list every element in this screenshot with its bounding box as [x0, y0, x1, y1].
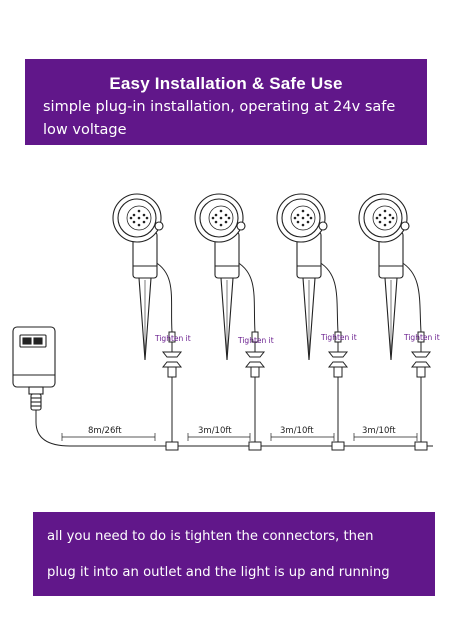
- connector-label: Tighten it: [320, 333, 357, 342]
- fixture-cable: [318, 261, 339, 333]
- diagram-labels: Tighten it Tighten it Tighten it Tighten…: [88, 333, 440, 436]
- wires: [35, 261, 433, 447]
- fixture-cable: [400, 261, 422, 333]
- distance-label: 3m/10ft: [280, 426, 314, 436]
- header-banner: Easy Installation & Safe Use simple plug…: [25, 59, 427, 145]
- spotlights: [112, 193, 410, 361]
- installation-diagram: Tighten it Tighten it Tighten it Tighten…: [12, 193, 440, 451]
- fixture-cable: [236, 261, 256, 333]
- spotlight-icon: [194, 193, 246, 361]
- header-title: Easy Installation & Safe Use: [109, 74, 343, 93]
- cable-connectors: [161, 331, 432, 451]
- distance-label: 3m/10ft: [198, 426, 232, 436]
- spotlight-icon: [358, 193, 410, 361]
- connector-label: Tighten it: [403, 333, 440, 342]
- connector-label: Tighten it: [237, 336, 274, 345]
- footer-line-2: plug it into an outlet and the light is …: [47, 565, 390, 580]
- cable-connector-icon: [327, 331, 349, 451]
- footer-banner: all you need to do is tighten the connec…: [33, 512, 435, 596]
- cable-connector-icon: [244, 331, 266, 451]
- main-cable: [35, 410, 166, 447]
- distance-label: 3m/10ft: [362, 426, 396, 436]
- power-adapter-icon: [12, 326, 56, 411]
- distance-label: 8m/26ft: [88, 426, 122, 436]
- header-subtitle: simple plug-in installation, operating a…: [43, 99, 396, 138]
- footer-line-1: all you need to do is tighten the connec…: [47, 529, 374, 544]
- cable-connector-icon: [161, 331, 183, 451]
- fixture-cable: [154, 261, 173, 333]
- spotlight-icon: [276, 193, 328, 361]
- connector-label: Tighten it: [154, 334, 191, 343]
- spotlight-icon: [112, 193, 164, 361]
- cable-connector-icon: [410, 331, 432, 451]
